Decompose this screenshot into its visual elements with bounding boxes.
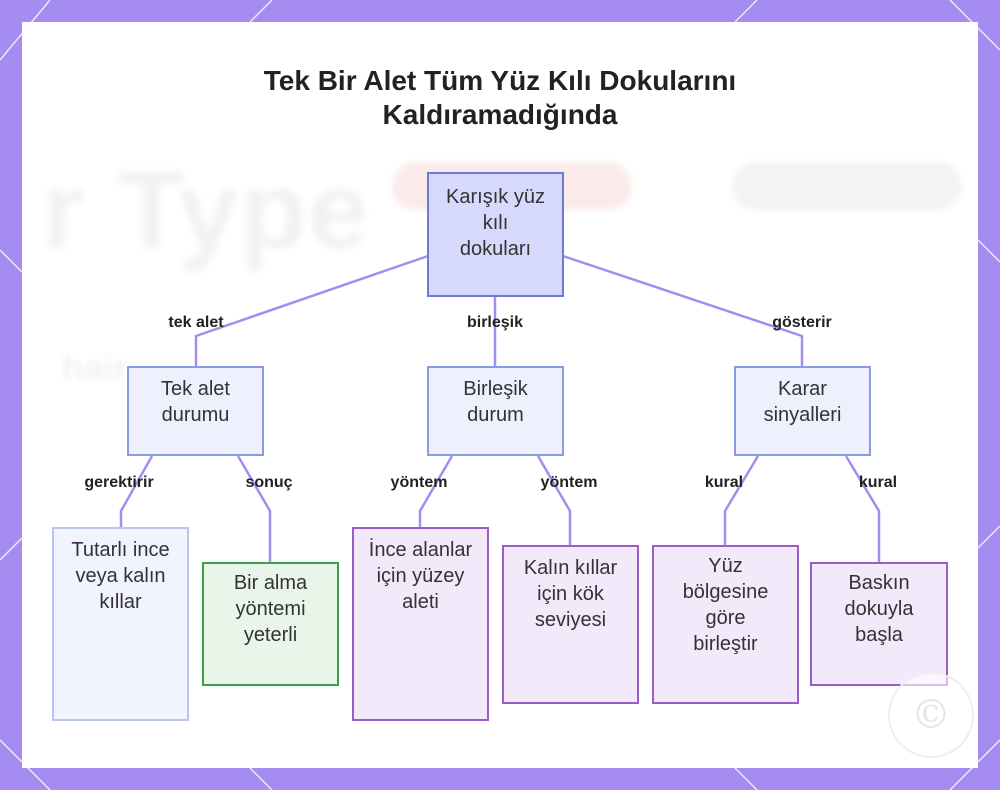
edge-label-tek-alet: tek alet	[168, 314, 224, 331]
node-thick-hair: Kalın kıllar için kök seviyesi	[502, 545, 639, 704]
edge-signals-zone	[723, 455, 760, 545]
node-root-label: Karışık yüz kılı dokuları	[446, 186, 545, 260]
logo-watermark-icon: ©	[888, 672, 974, 758]
edge-label-gosterir: gösterir	[772, 314, 832, 331]
node-single-tool-label: Tek alet durumu	[161, 378, 230, 426]
node-one-method-label: Bir alma yöntemi yeterli	[233, 572, 308, 646]
node-consistent-label: Tutarlı ince veya kalın kıllar	[71, 539, 170, 613]
node-single-tool: Tek alet durumu	[127, 366, 264, 456]
node-signals-label: Karar sinyalleri	[763, 378, 842, 426]
edge-label-kural-2: kural	[858, 474, 898, 491]
node-fine-areas: İnce alanlar için yüzey aleti	[352, 527, 489, 721]
edge-signals-dominant	[844, 455, 881, 562]
edge-root-signals	[562, 254, 804, 366]
node-root: Karışık yüz kılı dokuları	[427, 172, 564, 297]
node-dominant: Baskın dokuyla başla	[810, 562, 948, 686]
diagram-title: Tek Bir Alet Tüm Yüz Kılı Dokularını Kal…	[0, 64, 1000, 132]
edge-label-birlesik: birleşik	[466, 314, 524, 331]
edge-label-yontem-1: yöntem	[390, 474, 448, 491]
edge-label-gerektirir: gerektirir	[84, 474, 154, 491]
node-signals: Karar sinyalleri	[734, 366, 871, 456]
background-watermark-text: r Type	[42, 149, 370, 272]
node-one-method: Bir alma yöntemi yeterli	[202, 562, 339, 686]
title-line-1: Tek Bir Alet Tüm Yüz Kılı Dokularını	[263, 65, 737, 96]
node-consistent: Tutarlı ince veya kalın kıllar	[52, 527, 189, 721]
node-thick-hair-label: Kalın kıllar için kök seviyesi	[523, 557, 618, 631]
edge-single-consistent	[119, 455, 154, 527]
node-fine-areas-label: İnce alanlar için yüzey aleti	[368, 539, 473, 613]
node-by-zone-label: Yüz bölgesine göre birleştir	[682, 555, 769, 655]
node-combined-label: Birleşik durum	[463, 378, 528, 426]
title-line-2: Kaldıramadığında	[382, 99, 618, 130]
node-combined: Birleşik durum	[427, 366, 564, 456]
edge-label-sonuc: sonuç	[245, 474, 293, 491]
background-watermark-subtext: hair	[62, 347, 129, 388]
edge-root-single	[194, 254, 429, 366]
edge-combined-fine	[418, 455, 454, 527]
node-by-zone: Yüz bölgesine göre birleştir	[652, 545, 799, 704]
edge-single-onemethod	[236, 455, 272, 562]
background-pill	[732, 162, 962, 210]
edge-label-kural-1: kural	[704, 474, 744, 491]
edge-label-yontem-2: yöntem	[540, 474, 598, 491]
edge-combined-thick	[536, 455, 572, 545]
node-dominant-label: Baskın dokuyla başla	[844, 572, 914, 646]
